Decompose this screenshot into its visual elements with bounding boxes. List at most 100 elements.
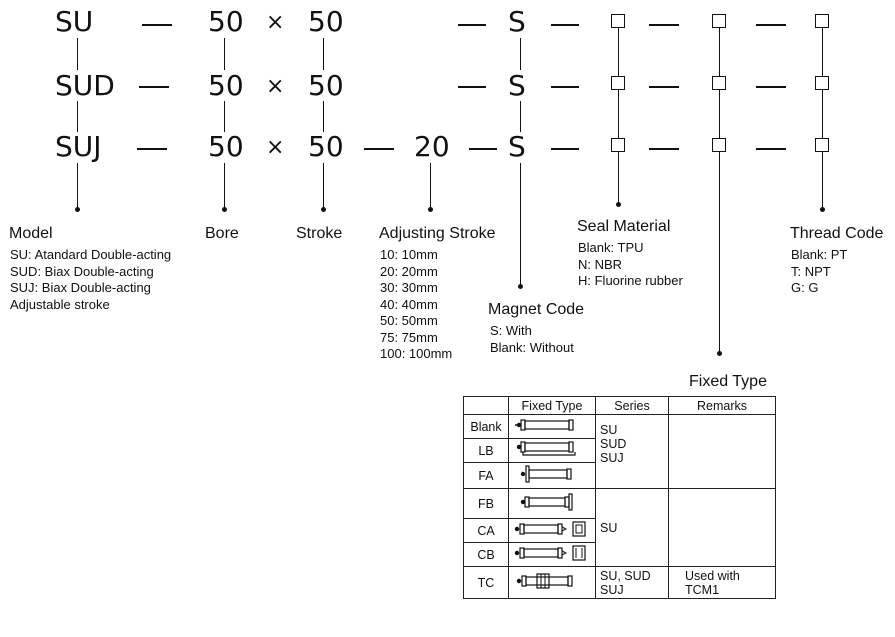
connector-line [77,38,79,70]
remarks-value: Used with [685,568,740,583]
fixed-type-title: Fixed Type [689,373,767,390]
seal-material-title: Seal Material [577,218,671,235]
stroke-code: 50 [308,5,344,38]
mount-key: Blank [463,414,509,439]
mount-key: CA [463,518,509,543]
connector-dot [518,284,523,289]
magnet-code: S [508,5,526,38]
times-sign: × [266,135,285,160]
table-row: CA [463,518,776,543]
table-header: Series [595,396,669,415]
connector-line [618,28,620,76]
bore-code: 50 [208,130,244,163]
connector-line [822,90,824,138]
series-value: SU [600,520,618,535]
magnet-code-list: S: With Blank: Without [490,323,574,356]
separator-dash [469,148,497,150]
model-item: SU: Atandard Double-acting [10,247,172,262]
bore-code: 50 [208,5,244,38]
stroke-title: Stroke [296,225,343,242]
adjusting-item: 40: 40mm [380,296,438,312]
connector-line [224,38,226,70]
thread-item: T: NPT [791,263,831,279]
series-cell: SU [595,488,669,567]
fixed-type-placeholder-box [712,76,726,90]
adjusting-item: 10: 10mm [380,247,438,262]
connector-dot [428,207,433,212]
model-code: SU [55,5,94,38]
connector-line [618,90,620,138]
magnet-code: S [508,69,526,102]
series-cell: SU, SUD SUJ [595,566,669,599]
separator-dash [458,86,486,88]
model-title: Model [9,225,53,242]
seal-item: H: Fluorine rubber [578,273,683,288]
separator-dash [756,24,786,26]
separator-dash [364,148,394,150]
magnet-code-title: Magnet Code [488,301,585,318]
connector-dot [820,207,825,212]
adjusting-item: 75: 75mm [380,329,438,345]
adjusting-stroke-title: Adjusting Stroke [379,225,496,242]
seal-placeholder-box [611,138,625,152]
separator-dash [139,86,169,88]
model-item: SUJ: Biax Double-acting [10,280,151,295]
remarks-cell [668,414,776,489]
separator-dash [458,24,486,26]
remarks-value: TCM1 [685,582,720,597]
connector-line [822,28,824,76]
series-cell: SU SUD SUJ [595,414,669,489]
remarks-cell: Used with TCM1 [668,566,776,599]
separator-dash [551,24,579,26]
adjusting-stroke-code: 20 [414,130,450,163]
model-item: SUD: Biax Double-acting [10,263,154,279]
separator-dash [551,86,579,88]
connector-line [224,163,226,209]
mount-key: TC [463,566,509,599]
connector-line [323,38,325,70]
cylinder-cb-icon [508,542,596,567]
connector-dot [222,207,227,212]
connector-line [323,101,325,132]
fixed-type-table: Fixed Type Series Remarks Blank SU SUD S… [463,396,776,599]
seal-item: Blank: TPU [578,240,644,255]
connector-line [520,101,522,132]
separator-dash [649,148,679,150]
separator-dash [649,24,679,26]
connector-line [77,101,79,132]
cylinder-ca-icon [508,518,596,543]
bore-title: Bore [205,225,239,242]
separator-dash [137,148,167,150]
connector-line [520,38,522,70]
model-code: SUD [55,69,115,102]
fixed-type-placeholder-box [712,14,726,28]
table-header: Fixed Type [508,396,596,415]
separator-dash [756,86,786,88]
thread-item: G: G [791,280,819,295]
magnet-item: S: With [490,323,532,338]
fixed-type-placeholder-box [712,138,726,152]
connector-dot [321,207,326,212]
connector-line [822,152,824,209]
model-list: SU: Atandard Double-acting SUD: Biax Dou… [10,247,171,313]
thread-code-list: Blank: PT T: NPT G: G [791,247,847,297]
adjusting-item: 50: 50mm [380,313,438,328]
connector-dot [717,351,722,356]
connector-line [719,90,721,138]
seal-material-list: Blank: TPU N: NBR H: Fluorine rubber [578,240,683,290]
mount-key: FA [463,462,509,489]
connector-line [719,28,721,76]
seal-placeholder-box [611,14,625,28]
series-value: SU [600,423,618,437]
stroke-code: 50 [308,130,344,163]
table-header: Remarks [668,396,776,415]
connector-line [430,163,432,209]
table-header-row: Fixed Type Series Remarks [463,396,776,415]
series-value: SUJ [600,451,624,465]
separator-dash [551,148,579,150]
connector-line [224,101,226,132]
thread-placeholder-box [815,76,829,90]
cylinder-blank-icon [508,414,596,439]
connector-line [77,163,79,209]
adjusting-item: 100: 100mm [380,346,453,361]
